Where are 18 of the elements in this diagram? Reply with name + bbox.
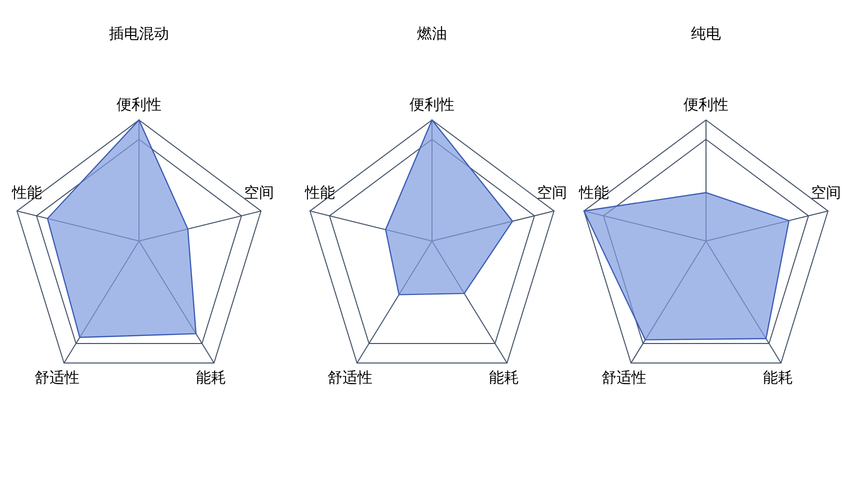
axis-label: 便利性 — [410, 98, 454, 112]
axis-label: 空间 — [537, 186, 567, 200]
axis-label: 性能 — [579, 186, 609, 200]
axis-label: 舒适性 — [602, 370, 646, 386]
axis-label: 能耗 — [763, 370, 793, 386]
axis-label: 能耗 — [489, 370, 519, 386]
axis-label: 舒适性 — [34, 370, 80, 386]
axis-label: 空间 — [811, 186, 841, 200]
axis-label: 便利性 — [116, 98, 162, 112]
axis-label: 舒适性 — [328, 370, 372, 386]
axis-label: 性能 — [305, 186, 335, 200]
chart-title: 插电混动 — [109, 26, 169, 42]
axis-label: 性能 — [12, 186, 42, 200]
chart-title: 燃油 — [417, 26, 447, 42]
axis-label: 空间 — [244, 186, 274, 200]
axis-label: 能耗 — [196, 370, 226, 386]
chart-title: 纯电 — [691, 26, 721, 42]
axis-label: 便利性 — [684, 98, 728, 112]
